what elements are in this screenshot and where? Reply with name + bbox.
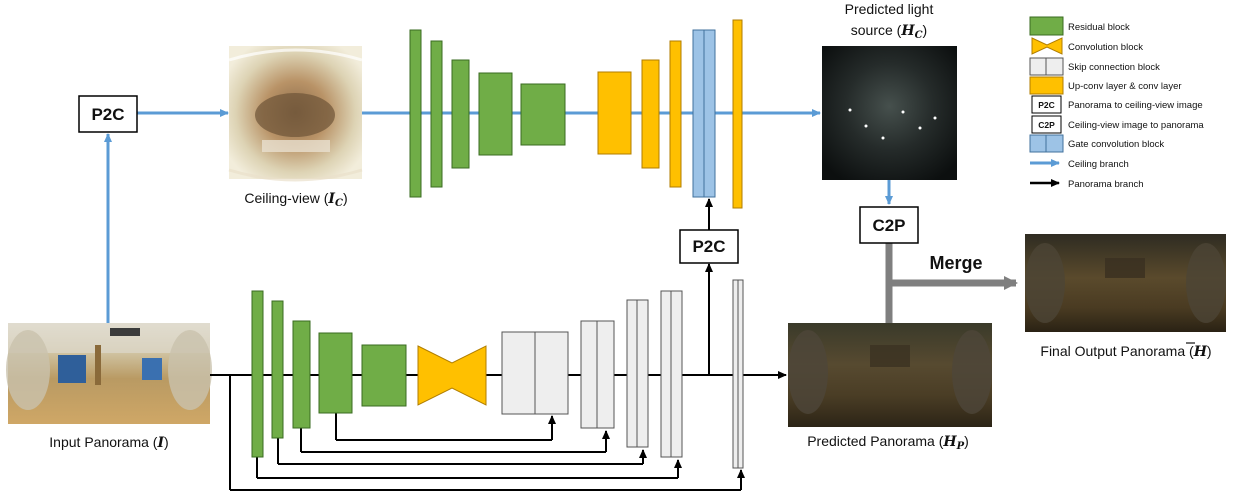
residual-block xyxy=(478,72,513,156)
legend-c2p-icon: C2P xyxy=(1038,120,1055,130)
upconv-block xyxy=(641,59,660,169)
residual-block xyxy=(251,290,264,458)
merge-label: Merge xyxy=(929,253,982,273)
ceiling-network xyxy=(409,19,743,209)
predicted-panorama-caption: Predicted Panorama (HP) xyxy=(807,433,969,452)
legend-residual-label: Residual block xyxy=(1068,22,1130,33)
upconv-block xyxy=(597,71,632,155)
p2c-top-label: P2C xyxy=(91,105,124,124)
residual-block xyxy=(318,332,353,414)
legend-upconv-swatch xyxy=(1029,76,1064,95)
svg-text:Final Output Panorama (H): Final Output Panorama (H) xyxy=(1040,343,1211,360)
residual-block xyxy=(430,40,443,188)
final-output-image xyxy=(1025,234,1226,332)
legend-c2p-label: Ceiling-view image to panorama xyxy=(1068,120,1204,131)
merge-arrows xyxy=(885,243,1018,323)
p2c-top-box: P2C xyxy=(78,95,138,133)
p2c-mid-label: P2C xyxy=(692,237,725,256)
residual-block xyxy=(451,59,470,169)
legend-upconv-label: Up-conv layer & conv layer xyxy=(1068,81,1182,92)
c2p-label: C2P xyxy=(872,216,905,235)
panorama-network xyxy=(251,279,744,469)
legend-residual-swatch xyxy=(1029,16,1064,36)
c2p-box: C2P xyxy=(859,206,919,244)
ceiling-view-caption: Ceiling-view (IC) xyxy=(244,190,347,209)
legend-p2c-label: Panorama to ceiling-view image xyxy=(1068,100,1203,111)
legend-ceiling-label: Ceiling branch xyxy=(1068,159,1129,170)
upconv-block xyxy=(732,19,743,209)
residual-block xyxy=(361,344,407,407)
legend-conv-swatch xyxy=(1031,37,1063,55)
input-panorama-caption: Input Panorama (I) xyxy=(49,434,168,451)
predicted-light-caption-2: source (HC) xyxy=(851,22,927,41)
residual-block xyxy=(271,300,284,439)
legend: Residual block Convolution block Skip co… xyxy=(1029,16,1204,190)
p2c-mid-box: P2C xyxy=(679,229,739,264)
predicted-light-image xyxy=(822,46,957,180)
input-panorama-image xyxy=(6,323,212,424)
legend-p2c-icon: P2C xyxy=(1038,100,1055,110)
predicted-light-caption-1: Predicted light xyxy=(845,1,934,17)
residual-block xyxy=(520,83,566,146)
legend-panorama-label: Panorama branch xyxy=(1068,179,1144,190)
legend-conv-label: Convolution block xyxy=(1068,42,1143,53)
residual-block xyxy=(292,320,311,429)
residual-block xyxy=(409,29,422,198)
legend-gate-label: Gate convolution block xyxy=(1068,139,1164,150)
panorama-branch-arrows xyxy=(210,198,787,491)
predicted-panorama-image xyxy=(788,323,992,427)
final-output-caption: Final Output Panorama (H) xyxy=(1040,342,1212,360)
convolution-block xyxy=(417,345,487,406)
ceiling-view-image xyxy=(228,46,363,182)
legend-skip-label: Skip connection block xyxy=(1068,62,1160,73)
upconv-block xyxy=(669,40,682,188)
